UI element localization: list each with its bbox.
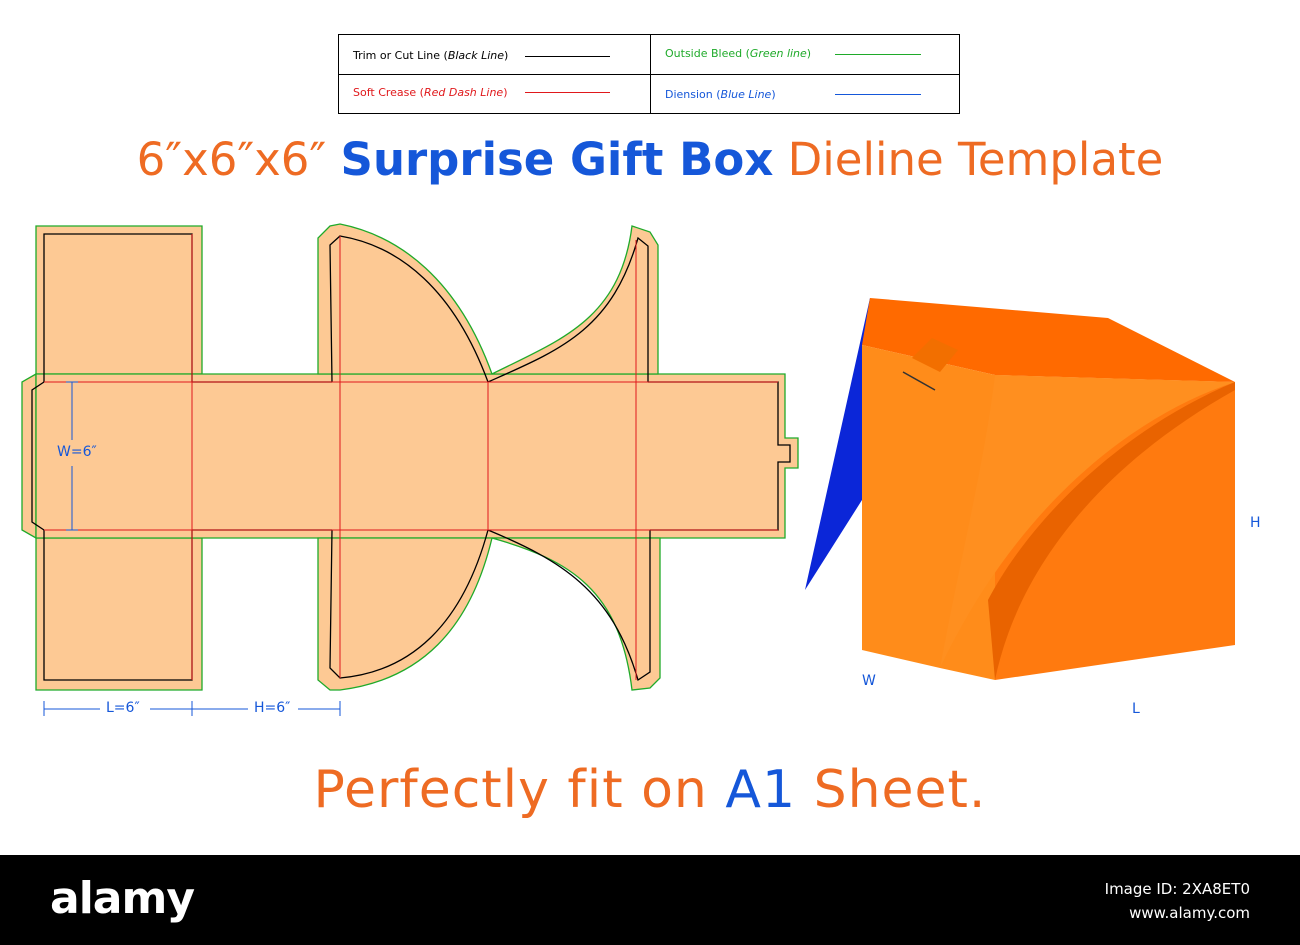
- footer-image-info: Image ID: 2XA8ET0 www.alamy.com: [1105, 877, 1250, 925]
- legend-crease-swatch: [525, 92, 610, 93]
- left-glue-tab: [21, 372, 37, 540]
- legend-bleed-swatch: [835, 54, 921, 55]
- title-size: 6″x6″x6″: [136, 133, 327, 186]
- top-face: [862, 298, 1235, 382]
- page-title: 6″x6″x6″ Surprise Gift Box Dieline Templ…: [0, 130, 1300, 190]
- bleed-outline: [21, 223, 799, 691]
- lower-curve-wing: [491, 537, 661, 691]
- legend-crease-label: Soft Crease (Red Dash Line): [353, 86, 508, 99]
- legend-trim-label: Trim or Cut Line (Black Line): [353, 49, 509, 62]
- left-panel-bottom: [35, 537, 203, 691]
- legend-dim-label: Diension (Blue Line): [665, 88, 776, 101]
- subtitle-post: Sheet.: [796, 760, 987, 820]
- footer-bar: alamy Image ID: 2XA8ET0 www.alamy.com: [0, 855, 1300, 945]
- legend-divider-horizontal: [339, 74, 959, 75]
- legend-trim-swatch: [525, 56, 610, 57]
- footer-image-id: Image ID: 2XA8ET0: [1104, 880, 1250, 898]
- upper-dome-flap: [317, 223, 493, 375]
- box-height-label: H: [1250, 515, 1261, 531]
- footer-site: www.alamy.com: [1129, 904, 1250, 922]
- curved-front-flap: [940, 375, 1235, 668]
- height-dimension-label: H=6″: [254, 700, 291, 716]
- crease-lines: [44, 234, 778, 680]
- dieline-template: [21, 223, 799, 716]
- footer-brand-logo: alamy: [50, 873, 195, 924]
- legend-dim-swatch: [835, 94, 921, 95]
- legend-bleed-label: Outside Bleed (Green line): [665, 47, 812, 60]
- width-dimension-label: W=6″: [57, 444, 97, 460]
- upper-curve-wing: [491, 225, 659, 375]
- box-3d-illustration: [805, 298, 1235, 680]
- lower-dome-flap: [317, 537, 493, 691]
- center-band: [35, 373, 799, 539]
- box-width-label: W: [862, 673, 876, 689]
- top-tab: [912, 338, 958, 372]
- subtitle-pre: Perfectly fit on: [313, 760, 726, 820]
- subtitle-sheet: A1: [725, 760, 797, 820]
- box-length-label: L: [1132, 701, 1140, 717]
- title-suffix: Dieline Template: [787, 133, 1164, 186]
- title-name: Surprise Gift Box: [340, 133, 774, 186]
- dimension-lines: [43, 381, 341, 716]
- legend-box: Trim or Cut Line (Black Line) Outside Bl…: [338, 34, 960, 114]
- curve-shadow-strip: [988, 382, 1235, 680]
- subtitle: Perfectly fit on A1 Sheet.: [0, 755, 1300, 825]
- tab-slot: [902, 371, 936, 391]
- blue-side-flap: [805, 298, 935, 590]
- length-dimension-label: L=6″: [106, 700, 140, 716]
- left-panel-column: [35, 225, 203, 375]
